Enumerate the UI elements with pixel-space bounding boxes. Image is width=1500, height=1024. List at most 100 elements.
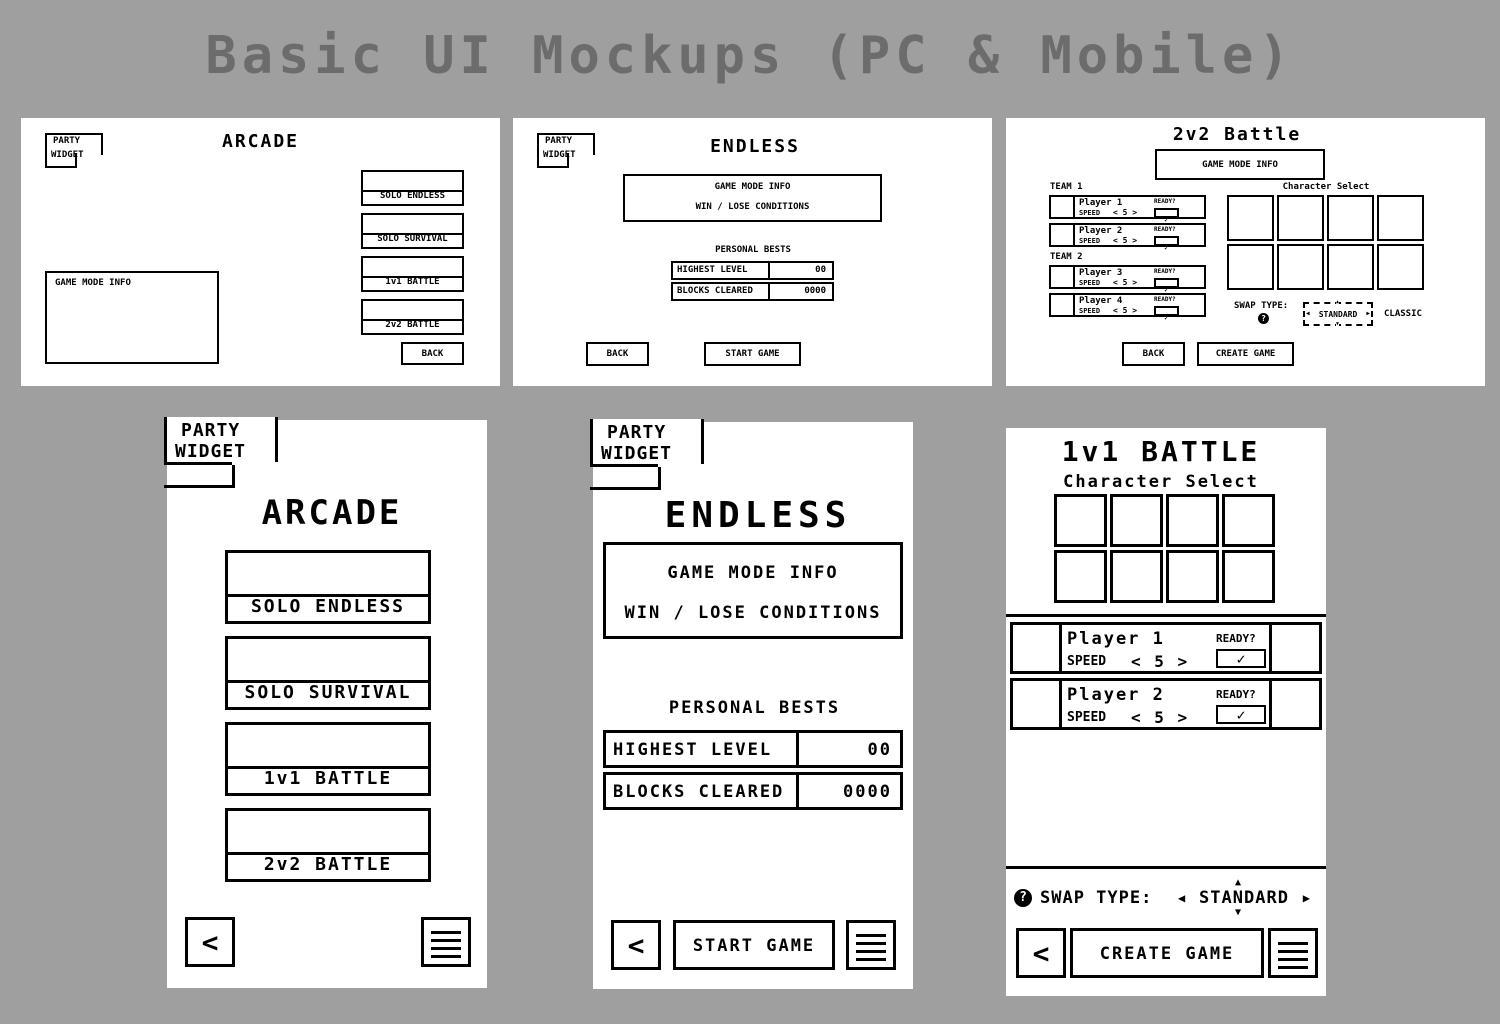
start-game-button[interactable]: START GAME [673, 920, 835, 970]
character-slot[interactable] [1166, 494, 1219, 547]
character-slot[interactable] [1227, 195, 1274, 241]
personal-bests-title: PERSONAL BESTS [668, 698, 841, 718]
checkmark-icon: ✓ [1164, 215, 1169, 224]
chevron-left-icon: < [201, 926, 219, 959]
ready-checkbox[interactable]: ✓ [1154, 236, 1179, 252]
highest-level-row: HIGHEST LEVEL 00 [671, 261, 834, 280]
mode-1v1-battle-button[interactable]: 1v1 BATTLE [361, 256, 464, 292]
ready-checkbox[interactable]: ✓ [1216, 705, 1266, 724]
swap-right-arrow-icon[interactable]: ▶ [1302, 891, 1310, 905]
player-slot-3[interactable]: Player 3 SPEED < 5 > READY? ✓ [1049, 265, 1206, 294]
character-slot[interactable] [1277, 244, 1324, 290]
mode-1v1-battle-button[interactable]: 1v1 BATTLE [225, 722, 431, 796]
swap-alt-option[interactable]: CLASSIC [1384, 309, 1422, 319]
checkmark-icon: ✓ [1164, 285, 1169, 294]
swap-left-arrow-icon[interactable]: ◀ [1178, 891, 1186, 905]
ready-checkbox[interactable]: ✓ [1216, 649, 1266, 668]
party-widget[interactable]: PARTY WIDGET [164, 417, 278, 465]
character-slot[interactable] [1222, 494, 1275, 547]
party-widget[interactable]: PARTY [537, 133, 595, 155]
back-button[interactable]: BACK [1122, 342, 1185, 366]
character-slot[interactable] [1110, 494, 1163, 547]
start-game-button[interactable]: START GAME [704, 342, 801, 366]
character-slot[interactable] [1227, 244, 1274, 290]
blocks-cleared-row: BLOCKS CLEARED 0000 [603, 772, 903, 810]
player-slot-2[interactable]: Player 2 SPEED < 5 > READY? ✓ [1049, 223, 1206, 252]
menu-button[interactable] [1268, 928, 1318, 978]
player-slot-4[interactable]: Player 4 SPEED < 5 > READY? ✓ [1049, 293, 1206, 322]
screen-title: ENDLESS [710, 136, 800, 157]
party-widget[interactable]: PARTY WIDGET [590, 419, 704, 467]
screen-title: ARCADE [261, 493, 403, 533]
mode-2v2-battle-button[interactable]: 2v2 BATTLE [361, 299, 464, 335]
swap-type-selector[interactable]: ◀ STANDARD ▶ ▲ ▼ [1178, 877, 1310, 918]
mode-solo-survival-button[interactable]: SOLO SURVIVAL [225, 636, 431, 710]
create-game-button[interactable]: CREATE GAME [1070, 928, 1264, 978]
swap-left-arrow-icon[interactable]: ◀ [1306, 310, 1310, 317]
character-slot[interactable] [1054, 550, 1107, 603]
screen-title: 1v1 BATTLE [1061, 435, 1261, 468]
mode-solo-endless-button[interactable]: SOLO ENDLESS [225, 550, 431, 624]
team-1-label: TEAM 1 [1050, 182, 1083, 192]
page-title: Basic UI Mockups (PC & Mobile) [205, 26, 1295, 86]
character-select-label: Character Select [1282, 182, 1370, 192]
character-slot[interactable] [1277, 195, 1324, 241]
back-button[interactable]: BACK [401, 342, 464, 365]
character-slot[interactable] [1327, 244, 1374, 290]
back-button[interactable]: BACK [586, 342, 649, 366]
party-widget-tab: WIDGET [45, 151, 84, 168]
character-slot[interactable] [1054, 494, 1107, 547]
player-slot-1[interactable]: Player 1 SPEED < 5 > READY? ✓ [1010, 622, 1322, 674]
create-game-button[interactable]: CREATE GAME [1197, 342, 1294, 366]
checkmark-icon: ✓ [1236, 706, 1246, 724]
help-icon[interactable]: ? [1258, 313, 1269, 324]
mode-solo-survival-button[interactable]: SOLO SURVIVAL [361, 213, 464, 249]
divider [1006, 866, 1326, 869]
game-mode-info-panel: GAME MODE INFO WIN / LOSE CONDITIONS [603, 542, 903, 639]
swap-type-label: SWAP TYPE: [1040, 888, 1153, 908]
party-widget-tab [590, 464, 661, 490]
player-slot-2[interactable]: Player 2 SPEED < 5 > READY? ✓ [1010, 678, 1322, 730]
swap-up-arrow-icon[interactable]: ▲ [1235, 877, 1242, 888]
ready-checkbox[interactable]: ✓ [1154, 306, 1179, 322]
swap-type-selector[interactable]: ◀ STANDARD ▶ ▲ ▼ [1303, 299, 1373, 327]
menu-button[interactable] [421, 917, 471, 967]
chevron-left-icon: < [627, 929, 645, 962]
party-widget[interactable]: PARTY [45, 133, 103, 155]
help-icon[interactable]: ? [1014, 889, 1032, 907]
ready-checkbox[interactable]: ✓ [1154, 278, 1179, 294]
menu-button[interactable] [846, 920, 896, 970]
screen-title: 2v2 Battle [1172, 124, 1302, 145]
player-slot-1[interactable]: Player 1 SPEED < 5 > READY? ✓ [1049, 195, 1206, 224]
character-slot[interactable] [1166, 550, 1219, 603]
party-widget-tab: WIDGET [537, 151, 576, 168]
checkmark-icon: ✓ [1236, 650, 1246, 668]
game-mode-info-panel: GAME MODE INFO [1155, 149, 1325, 180]
character-select-label: Character Select [1063, 472, 1259, 492]
checkmark-icon: ✓ [1164, 313, 1169, 322]
swap-down-arrow-icon[interactable]: ▼ [1336, 321, 1340, 327]
screen-title: ENDLESS [664, 495, 852, 536]
back-button[interactable]: < [1016, 928, 1066, 978]
swap-up-arrow-icon[interactable]: ▲ [1336, 299, 1340, 305]
swap-type-label: SWAP TYPE: [1234, 301, 1289, 311]
back-button[interactable]: < [185, 917, 235, 967]
chevron-left-icon: < [1032, 937, 1050, 970]
character-slot[interactable] [1222, 550, 1275, 603]
character-slot[interactable] [1110, 550, 1163, 603]
character-slot[interactable] [1377, 195, 1424, 241]
ready-checkbox[interactable]: ✓ [1154, 208, 1179, 224]
pc-endless-screen: PARTY WIDGET ENDLESS GAME MODE INFO WIN … [513, 118, 992, 386]
swap-down-arrow-icon[interactable]: ▼ [1235, 907, 1242, 918]
character-slot[interactable] [1327, 195, 1374, 241]
pc-2v2-battle-screen: 2v2 Battle GAME MODE INFO TEAM 1 TEAM 2 … [1006, 118, 1485, 386]
highest-level-row: HIGHEST LEVEL 00 [603, 730, 903, 768]
blocks-cleared-row: BLOCKS CLEARED 0000 [671, 282, 834, 301]
swap-right-arrow-icon[interactable]: ▶ [1366, 310, 1370, 317]
back-button[interactable]: < [611, 920, 661, 970]
mobile-arcade-screen: PARTY WIDGET ARCADE SOLO ENDLESS SOLO SU… [164, 417, 487, 988]
mode-2v2-battle-button[interactable]: 2v2 BATTLE [225, 808, 431, 882]
checkmark-icon: ✓ [1164, 243, 1169, 252]
character-slot[interactable] [1377, 244, 1424, 290]
mode-solo-endless-button[interactable]: SOLO ENDLESS [361, 170, 464, 206]
